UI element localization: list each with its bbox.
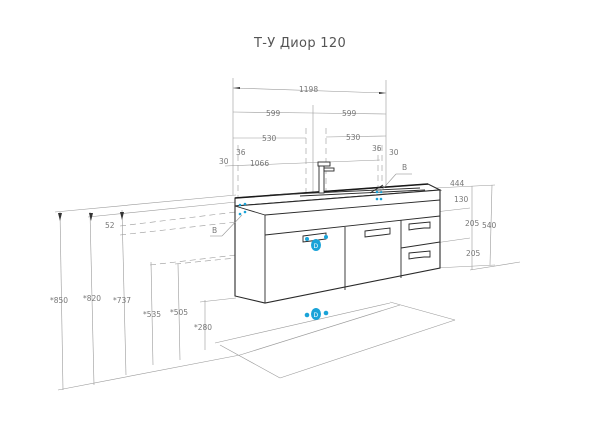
dimension-labels: 1198 599 599 530 530 36 36 30 30 1066 44… bbox=[50, 85, 497, 332]
depth-label: 444 bbox=[450, 179, 465, 188]
faucet-icon bbox=[317, 161, 335, 194]
half-right-label: 599 bbox=[342, 109, 357, 118]
offset-right-label: 36 bbox=[372, 144, 382, 153]
marker-b-right: B bbox=[402, 163, 407, 172]
wall-guides bbox=[54, 194, 456, 391]
height-535-label: *535 bbox=[143, 310, 161, 319]
half-left-label: 599 bbox=[266, 109, 281, 118]
gap-52-label: 52 bbox=[105, 221, 115, 230]
drawing-title: Т-У Диор 120 bbox=[253, 36, 347, 51]
inner-left-label: 530 bbox=[262, 134, 277, 143]
offset-left-label: 36 bbox=[236, 148, 246, 157]
floor-outline bbox=[214, 302, 391, 344]
bowl-width-label: 1066 bbox=[250, 159, 269, 168]
height-737-label: *737 bbox=[113, 296, 131, 305]
right-wall-guides bbox=[434, 184, 521, 271]
marker-leaders bbox=[210, 173, 412, 237]
height-dimension-lines bbox=[58, 209, 206, 391]
drawer-handles bbox=[302, 221, 431, 260]
marker-d-drawer: D bbox=[314, 243, 319, 250]
drawer-mid-label: 205 bbox=[465, 219, 480, 228]
height-820-label: *820 bbox=[83, 294, 101, 303]
cabinet-body bbox=[234, 189, 441, 304]
marker-d-floor: D bbox=[314, 312, 319, 319]
drawer-bottom-label: 205 bbox=[466, 249, 481, 258]
marker-b-left: B bbox=[212, 226, 217, 235]
inner-right-label: 530 bbox=[346, 133, 361, 142]
right-height-dimension-lines bbox=[471, 184, 493, 270]
connection-markers bbox=[238, 190, 383, 320]
height-850-label: *850 bbox=[50, 296, 68, 305]
width-dimension-lines bbox=[224, 87, 387, 167]
edge-right-label: 30 bbox=[389, 148, 399, 157]
height-280-label: *280 bbox=[194, 323, 212, 332]
drawer-top-label: 130 bbox=[454, 195, 469, 204]
edge-left-label: 30 bbox=[219, 157, 229, 166]
height-505-label: *505 bbox=[170, 308, 188, 317]
countertop bbox=[234, 183, 443, 207]
total-width-label: 1198 bbox=[299, 85, 318, 94]
total-height-label: 540 bbox=[482, 221, 497, 230]
